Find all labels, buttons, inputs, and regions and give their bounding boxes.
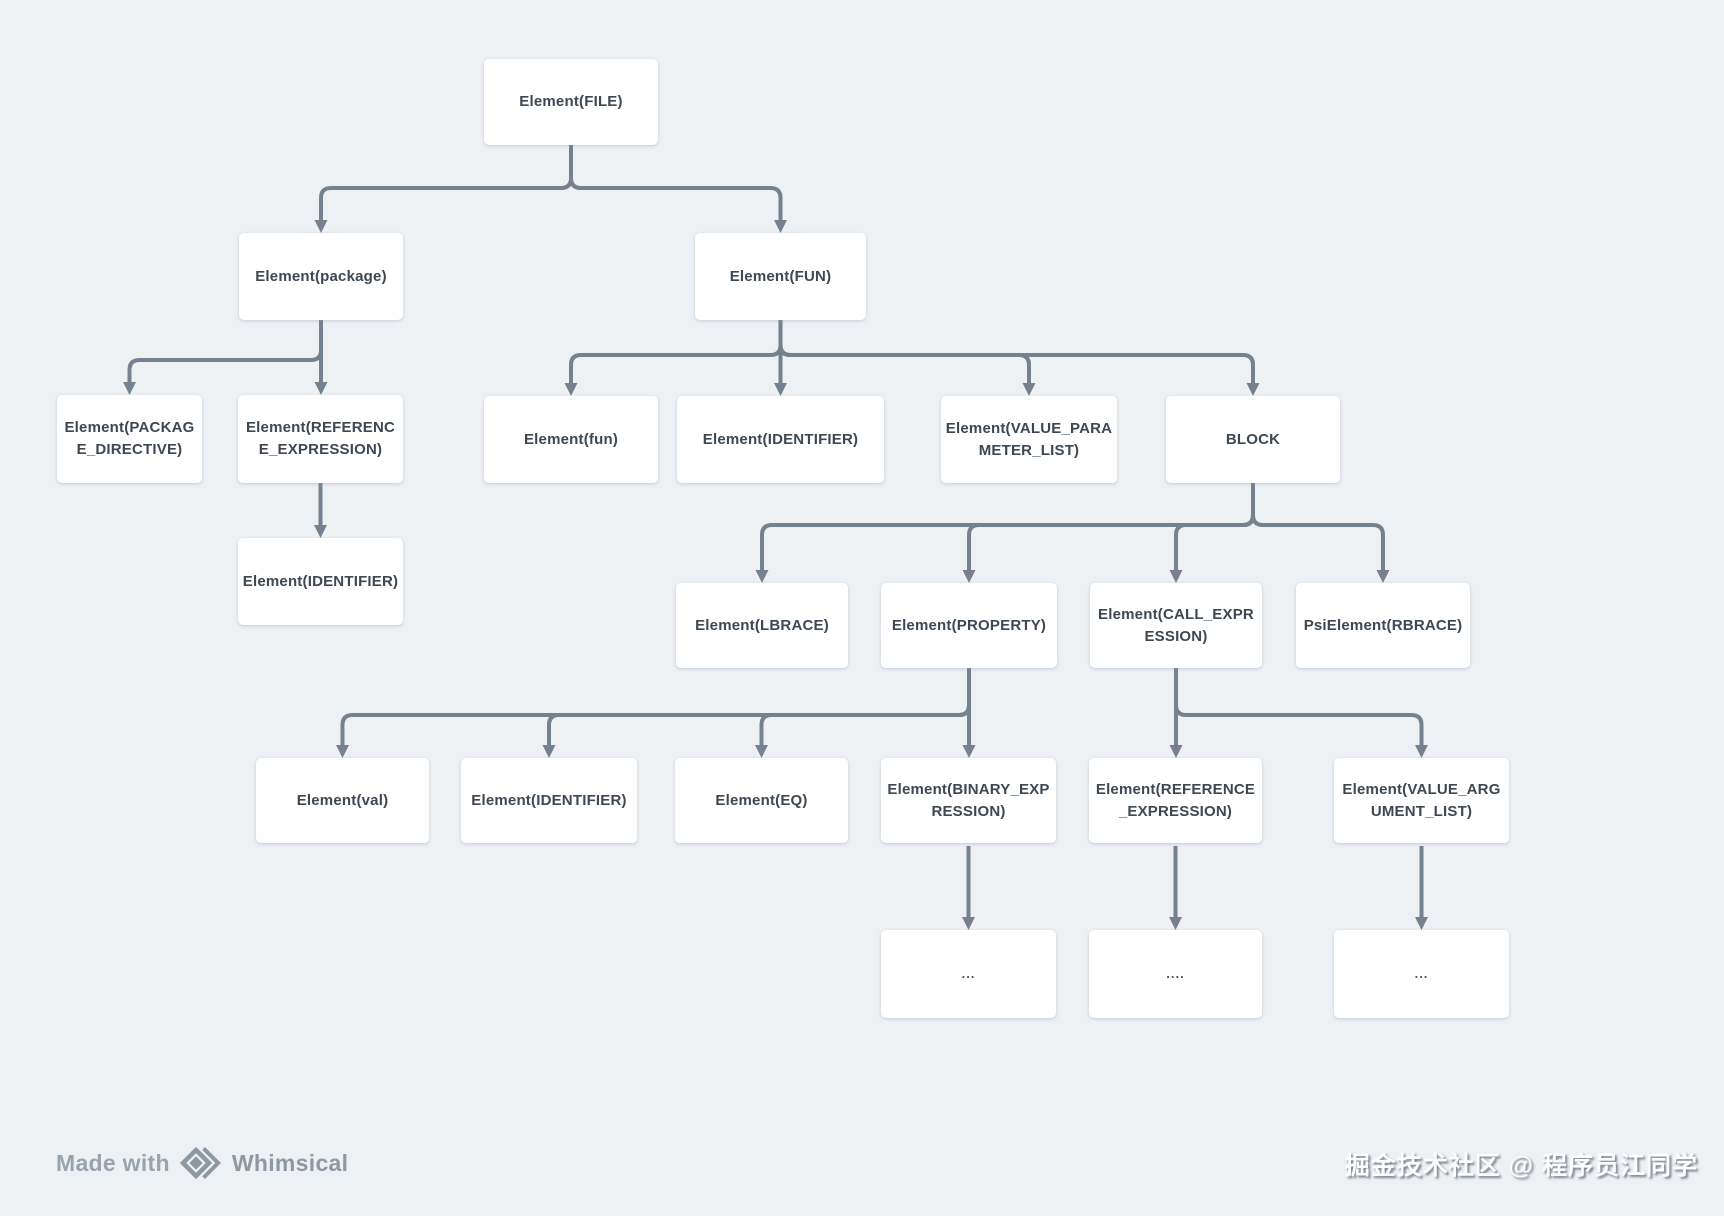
node-ellipsis-2[interactable]: .... [1089, 930, 1262, 1018]
node-element-identifier-1[interactable]: Element(IDENTIFIER) [677, 396, 884, 483]
node-element-reference-expression-1[interactable]: Element(REFERENCE_EXPRESSION) [238, 395, 403, 483]
node-element-value-argument-list[interactable]: Element(VALUE_ARGUMENT_LIST) [1334, 758, 1509, 843]
edge-call-expression-value-argument-list [1174, 668, 1428, 758]
node-ellipsis-3[interactable]: ... [1334, 930, 1509, 1018]
edge-fun-fun-keyword [564, 320, 783, 396]
node-element-identifier-3[interactable]: Element(IDENTIFIER) [461, 758, 637, 843]
node-element-property[interactable]: Element(PROPERTY) [881, 583, 1057, 668]
node-element-lbrace[interactable]: Element(LBRACE) [676, 583, 848, 668]
node-block[interactable]: BLOCK [1166, 396, 1340, 483]
made-with-label: Made with [56, 1149, 170, 1176]
edge-package-package-directive [123, 320, 323, 395]
edge-block-rbrace [1251, 483, 1390, 583]
edge-property-identifier [542, 668, 971, 758]
edge-file-package [314, 145, 573, 233]
node-element-file[interactable]: Element(FILE) [484, 59, 658, 145]
node-element-identifier-2[interactable]: Element(IDENTIFIER) [238, 538, 403, 625]
watermark-text: 掘金技术社区 @ 程序员江同学 [1344, 1152, 1698, 1180]
edge-fun-value-parameter-list [778, 320, 1036, 396]
node-element-eq[interactable]: Element(EQ) [675, 758, 848, 843]
node-ellipsis-1[interactable]: ... [881, 930, 1056, 1018]
node-element-fun[interactable]: Element(FUN) [695, 233, 866, 320]
node-element-package[interactable]: Element(package) [239, 233, 403, 320]
node-element-reference-expression-2[interactable]: Element(REFERENCE_EXPRESSION) [1089, 758, 1262, 843]
node-element-binary-expression[interactable]: Element(BINARY_EXPRESSION) [881, 758, 1056, 843]
node-element-call-expression[interactable]: Element(CALL_EXPRESSION) [1090, 583, 1262, 668]
made-with-whimsical[interactable]: Made with Whimsical [56, 1142, 348, 1184]
edge-fun-block [778, 320, 1260, 396]
edge-block-call-expression [1169, 483, 1255, 583]
whimsical-brand-label: Whimsical [231, 1149, 349, 1176]
node-element-package-directive[interactable]: Element(PACKAGE_DIRECTIVE) [57, 395, 202, 483]
node-element-fun-keyword[interactable]: Element(fun) [484, 396, 658, 483]
node-psielement-rbrace[interactable]: PsiElement(RBRACE) [1296, 583, 1470, 668]
edge-file-fun [569, 145, 787, 233]
edge-property-val [336, 668, 971, 758]
node-element-value-parameter-list[interactable]: Element(VALUE_PARAMETER_LIST) [941, 396, 1117, 483]
edge-property-eq [755, 668, 971, 758]
node-element-val[interactable]: Element(val) [256, 758, 429, 843]
whimsical-logo-icon [178, 1144, 221, 1182]
